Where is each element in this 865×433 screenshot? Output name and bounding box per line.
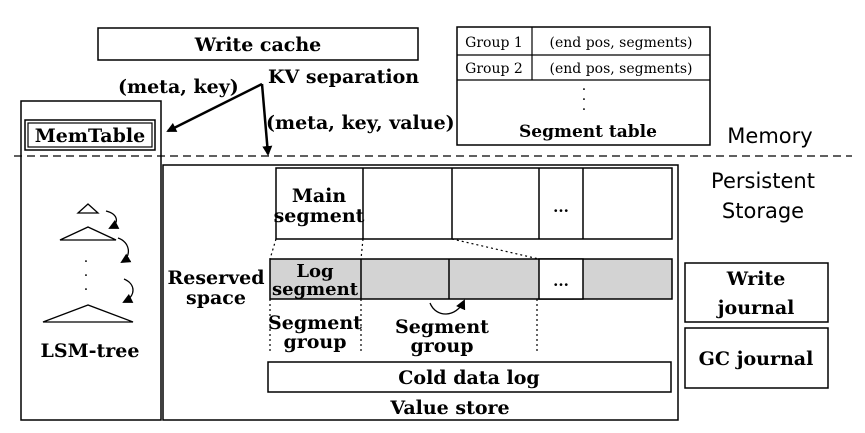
segment-table-group-2: Group 2	[465, 61, 523, 77]
log-segment-ellipsis: ...	[553, 272, 569, 290]
memory-label: Memory	[727, 124, 812, 148]
segment-group-1-line2: group	[283, 331, 346, 353]
segment-table-group-1: Group 1	[465, 35, 523, 51]
write-cache: Write cache	[97, 27, 419, 61]
memtable-box	[24, 119, 156, 151]
lsm-ellipsis-2: .	[84, 264, 88, 280]
segment-group-arrow	[429, 299, 466, 315]
segment-table-ellipsis-1: .	[582, 78, 586, 94]
reserved-label-line1: Reserved	[167, 267, 264, 289]
kv-separation-label: KV separation	[268, 66, 419, 88]
lsm-tree-label: LSM-tree	[41, 340, 140, 362]
memtable-label: MemTable	[35, 125, 145, 147]
write-cache-label: Write cache	[194, 34, 322, 56]
write-journal: Write journal	[684, 262, 829, 323]
lsm-ellipsis-1: .	[84, 250, 88, 266]
lsm-level-0	[76, 203, 100, 214]
segment-table: Group 1 (end pos, segments) Group 2 (end…	[456, 26, 711, 146]
segment-group-2-line2: group	[410, 335, 473, 357]
meta-key-label: (meta, key)	[118, 76, 239, 98]
gc-journal: GC journal	[684, 327, 829, 389]
cold-data-log-label: Cold data log	[398, 367, 539, 389]
segment-table-ellipsis-3: .	[582, 98, 586, 114]
arrow-to-value-store	[260, 83, 273, 156]
compaction-arrow-2	[117, 237, 132, 264]
segment-table-ellipsis-2: .	[582, 88, 586, 104]
main-segment-label-line2: segment	[274, 205, 365, 227]
lsm-ellipsis-3: .	[84, 278, 88, 294]
value-store: Value store Reserved space Main segment …	[162, 164, 679, 421]
segment-table-value-1: (end pos, segments)	[550, 35, 693, 51]
segment-group-2-line1: Segment	[395, 316, 489, 338]
value-store-title: Value store	[389, 397, 509, 419]
lsm-level-1	[59, 226, 117, 241]
storage-label: Storage	[722, 199, 804, 223]
meta-key-value-label: (meta, key, value)	[266, 112, 455, 134]
segment-group-1-line1: Segment	[268, 312, 362, 334]
lsm-tree-container: MemTable . . . LSM-tree	[20, 100, 162, 421]
main-segment-label-line1: Main	[292, 185, 347, 207]
cold-data-log-box	[267, 361, 672, 393]
arrow-to-memtable	[166, 82, 263, 133]
main-segment-ellipsis: ...	[553, 198, 569, 216]
log-segment-label-line2: segment	[272, 279, 359, 300]
write-journal-line2: journal	[716, 297, 795, 319]
main-segment-row	[275, 167, 673, 240]
log-segment-row	[269, 258, 673, 300]
compaction-arrow-1	[105, 210, 120, 229]
segment-table-title: Segment table	[519, 122, 657, 142]
write-journal-line1: Write	[726, 268, 786, 290]
lsm-level-n	[42, 304, 134, 323]
gc-journal-label: GC journal	[699, 348, 814, 370]
segment-table-value-2: (end pos, segments)	[550, 61, 693, 77]
reserved-label-line2: space	[186, 287, 246, 309]
persistent-label: Persistent	[711, 169, 815, 193]
log-segment-label-line1: Log	[296, 261, 334, 282]
compaction-arrow-3	[122, 278, 134, 303]
